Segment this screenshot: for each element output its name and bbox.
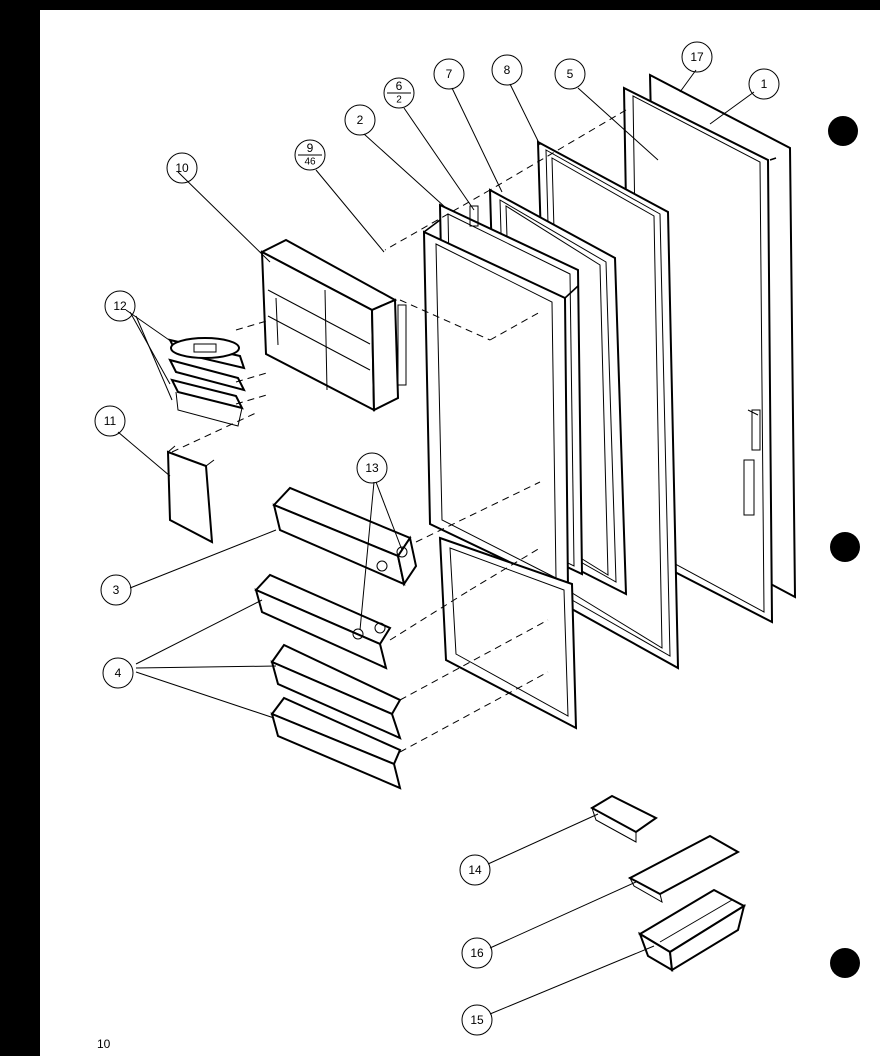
callout-17: 17	[681, 41, 713, 73]
part-small-tray	[589, 794, 658, 843]
svg-text:2: 2	[396, 95, 402, 106]
part-ice-bin-lid	[627, 834, 741, 904]
svg-text:16: 16	[470, 946, 484, 960]
callout-11: 11	[94, 405, 126, 437]
callout-14: 14	[459, 854, 491, 886]
callout-10: 10	[166, 152, 198, 184]
punch-hole-bottom	[830, 948, 860, 978]
svg-text:10: 10	[175, 161, 189, 175]
part-upper-door-bin	[272, 486, 418, 587]
callout-8: 8	[491, 54, 523, 86]
svg-text:9: 9	[307, 141, 314, 155]
svg-text:6: 6	[396, 79, 403, 93]
callout-3: 3	[100, 574, 132, 606]
part-ice-bin	[638, 888, 747, 972]
svg-text:15: 15	[470, 1013, 484, 1027]
svg-text:1: 1	[761, 77, 768, 91]
leader-lines	[117, 69, 755, 1015]
svg-text:14: 14	[468, 863, 482, 877]
svg-text:13: 13	[365, 461, 379, 475]
punch-hole-top	[828, 116, 858, 146]
callout-4: 4	[102, 657, 134, 689]
callout-15: 15	[461, 1004, 493, 1036]
svg-text:46: 46	[304, 157, 316, 168]
alignment-lines	[171, 109, 627, 753]
part-inner-liner	[422, 219, 579, 592]
part-lower-liner	[438, 536, 578, 730]
part-cover-plate	[166, 445, 215, 544]
callout-6-2: 6 2	[383, 77, 415, 109]
svg-text:5: 5	[567, 67, 574, 81]
part-compartment-frame	[259, 238, 407, 412]
svg-text:17: 17	[690, 50, 704, 64]
callout-7: 7	[433, 58, 465, 90]
svg-text:4: 4	[115, 666, 122, 680]
svg-text:2: 2	[357, 113, 364, 127]
part-door-bins	[254, 573, 402, 790]
svg-text:8: 8	[504, 63, 511, 77]
callout-5: 5	[554, 58, 586, 90]
callout-1: 1	[748, 68, 780, 100]
svg-text:3: 3	[113, 583, 120, 597]
svg-text:12: 12	[113, 299, 127, 313]
callout-12: 12	[104, 290, 136, 322]
svg-text:7: 7	[446, 67, 453, 81]
page-number: 10	[97, 1037, 111, 1051]
callout-9-46: 9 46	[294, 139, 326, 171]
callout-13: 13	[356, 452, 388, 484]
part-stacked-bins	[168, 337, 246, 427]
callout-16: 16	[461, 937, 493, 969]
callout-2: 2	[344, 104, 376, 136]
punch-hole-middle	[830, 532, 860, 562]
svg-text:11: 11	[104, 414, 117, 428]
